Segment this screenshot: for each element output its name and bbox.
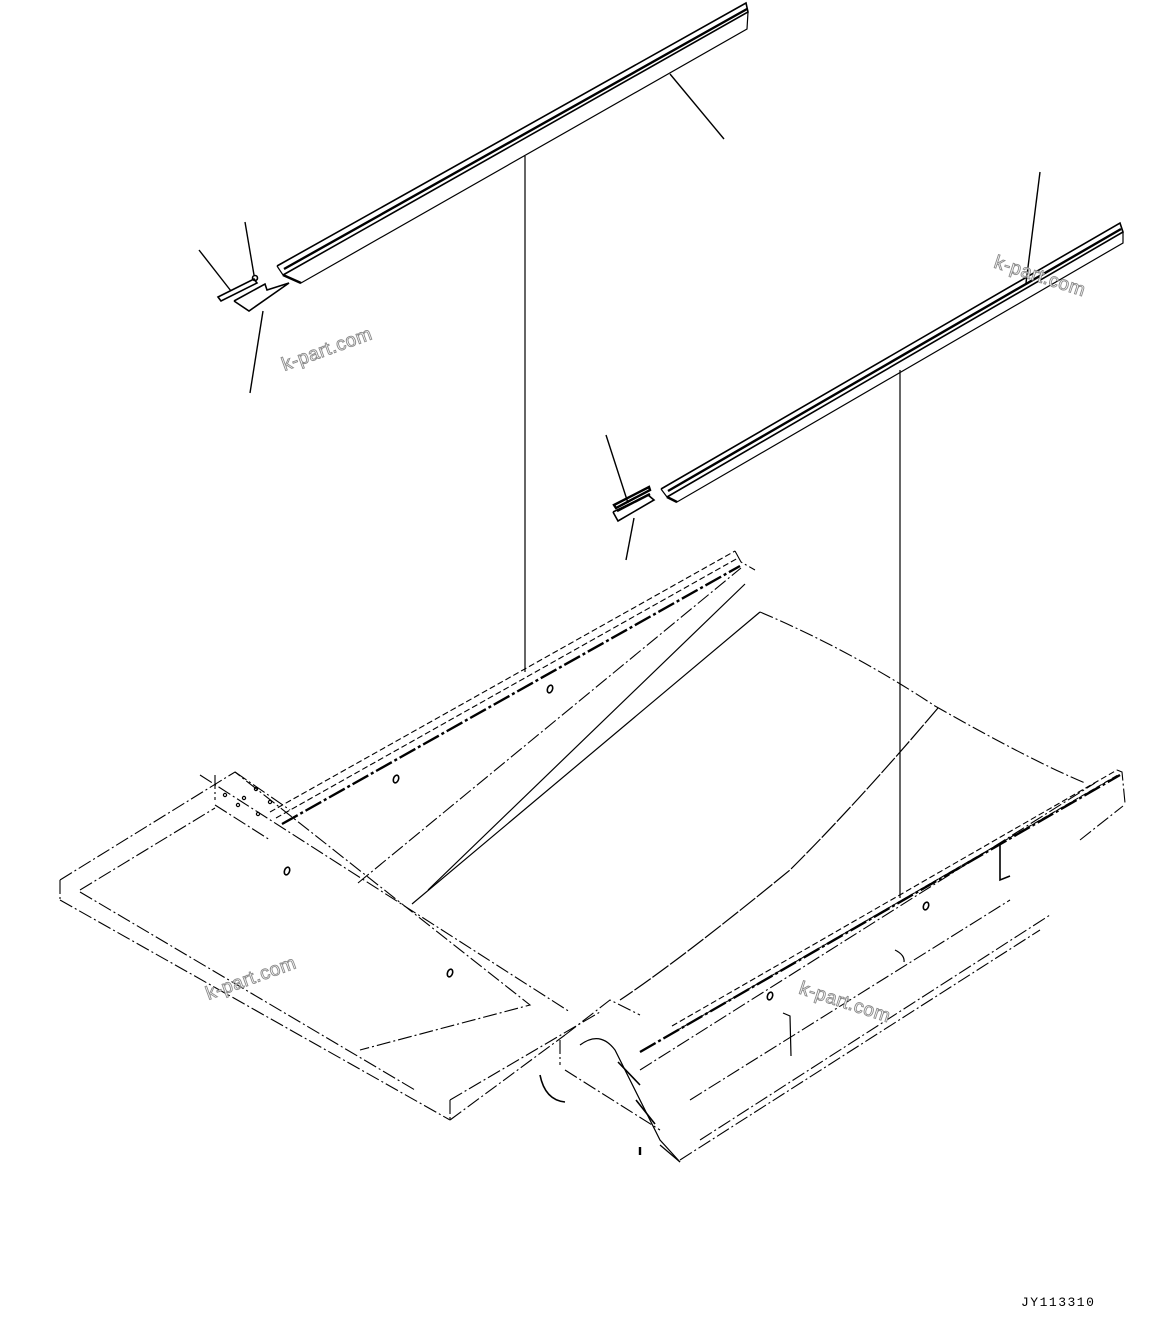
upper-right-small-strip[interactable] — [612, 485, 652, 510]
upper-right-rail[interactable] — [660, 221, 1124, 504]
leader-lines — [198, 73, 1041, 898]
upper-left-small-plate[interactable] — [233, 274, 290, 312]
upper-left-rail[interactable] — [276, 1, 749, 285]
drawing-number: JY113310 — [1021, 1295, 1096, 1310]
body-frame[interactable] — [59, 550, 1126, 1163]
upper-right-small-plate[interactable] — [612, 492, 656, 523]
upper-left-small-strip[interactable] — [216, 277, 259, 303]
